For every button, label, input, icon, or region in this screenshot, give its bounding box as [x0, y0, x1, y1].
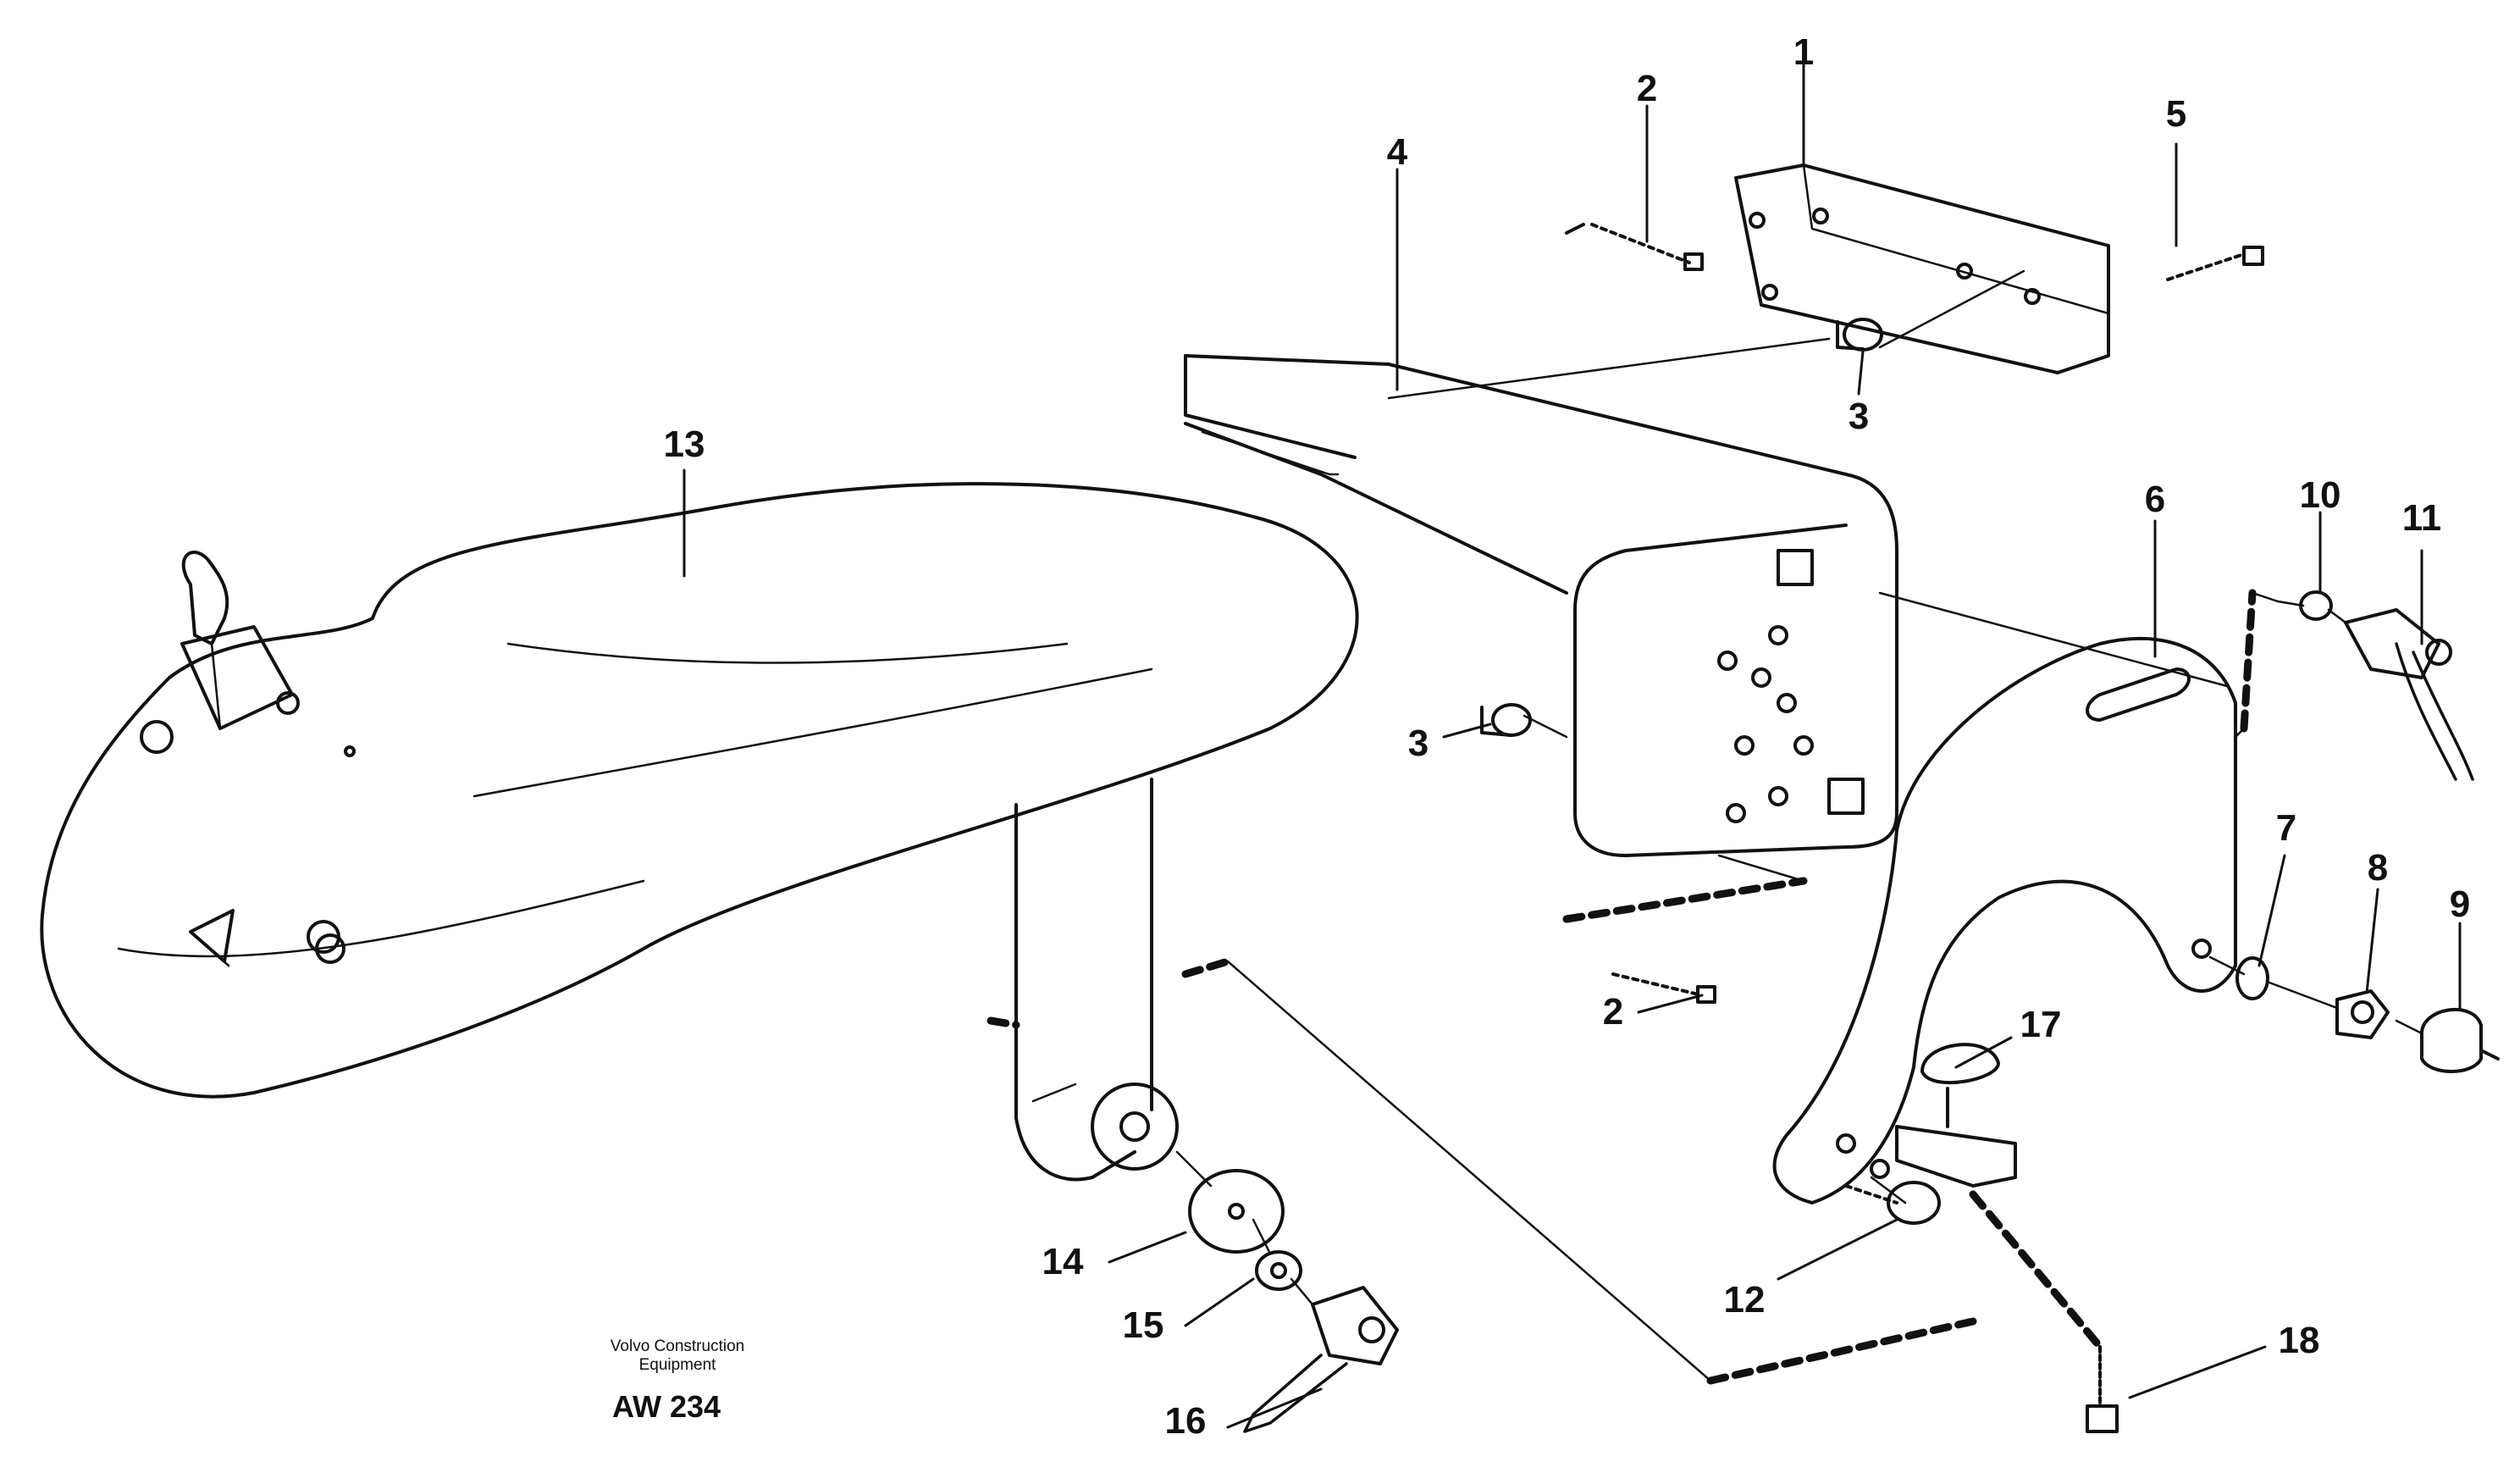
armrest-support-post [1014, 778, 1179, 1182]
thin-connections [1226, 591, 2280, 1382]
callout-9: 9 [2449, 883, 2471, 925]
washer-part-12 [1844, 1181, 1941, 1225]
washer-part-7 [2235, 956, 2269, 1000]
callout-12: 12 [1723, 1279, 1766, 1321]
assembly-lines [1175, 269, 2423, 1306]
callout-13: 13 [663, 424, 705, 465]
callout-14: 14 [1042, 1241, 1084, 1282]
callout-3-lower: 3 [1407, 723, 1429, 764]
callout-18: 18 [2278, 1320, 2320, 1361]
callout-7: 7 [2275, 807, 2297, 849]
screw-part-2-upper [1565, 223, 1704, 271]
spacer-part-3-lower [1480, 703, 1532, 737]
lever-part-16 [1243, 1286, 1399, 1433]
callout-2-lower: 2 [1602, 991, 1624, 1033]
dashed-connections [986, 589, 2257, 1385]
callout-17: 17 [2020, 1004, 2062, 1045]
lever-part-11 [2344, 608, 2474, 781]
nut-part-8 [2335, 989, 2390, 1039]
credit-line-1: Volvo Construction [610, 1337, 745, 1355]
credit-line-2: Equipment [638, 1356, 716, 1374]
bracket-part-1 [1734, 163, 2110, 374]
bracket-part-4 [1184, 354, 1898, 857]
screw-part-2-lower [1611, 972, 1716, 1004]
callout-8: 8 [2367, 847, 2389, 889]
bolt-part-18 [2086, 1345, 2119, 1433]
callout-5: 5 [2165, 93, 2187, 135]
spacer-part-3-upper [1836, 318, 1883, 352]
leader-lines [682, 62, 2462, 1429]
callout-2-upper: 2 [1636, 68, 1658, 109]
callout-15: 15 [1122, 1304, 1164, 1346]
washer-part-15 [1255, 1250, 1302, 1291]
washer-part-10 [2299, 590, 2333, 621]
washer-part-14 [1188, 1169, 1285, 1254]
knob-part-17-and-base [1895, 1043, 2017, 1188]
callout-16: 16 [1164, 1400, 1207, 1442]
plate-part-6 [1772, 636, 2237, 1204]
screw-part-5 [2166, 246, 2264, 281]
callout-1: 1 [1793, 31, 1815, 73]
callout-3-upper: 3 [1848, 396, 1870, 437]
callout-11: 11 [2401, 497, 2442, 539]
callout-4: 4 [1386, 131, 1408, 173]
cap-part-9 [2420, 1007, 2500, 1073]
drawing-number: AW 234 [612, 1389, 721, 1424]
armrest-part-13 [40, 482, 1359, 1099]
callout-10: 10 [2299, 474, 2341, 516]
callout-6: 6 [2144, 479, 2166, 520]
